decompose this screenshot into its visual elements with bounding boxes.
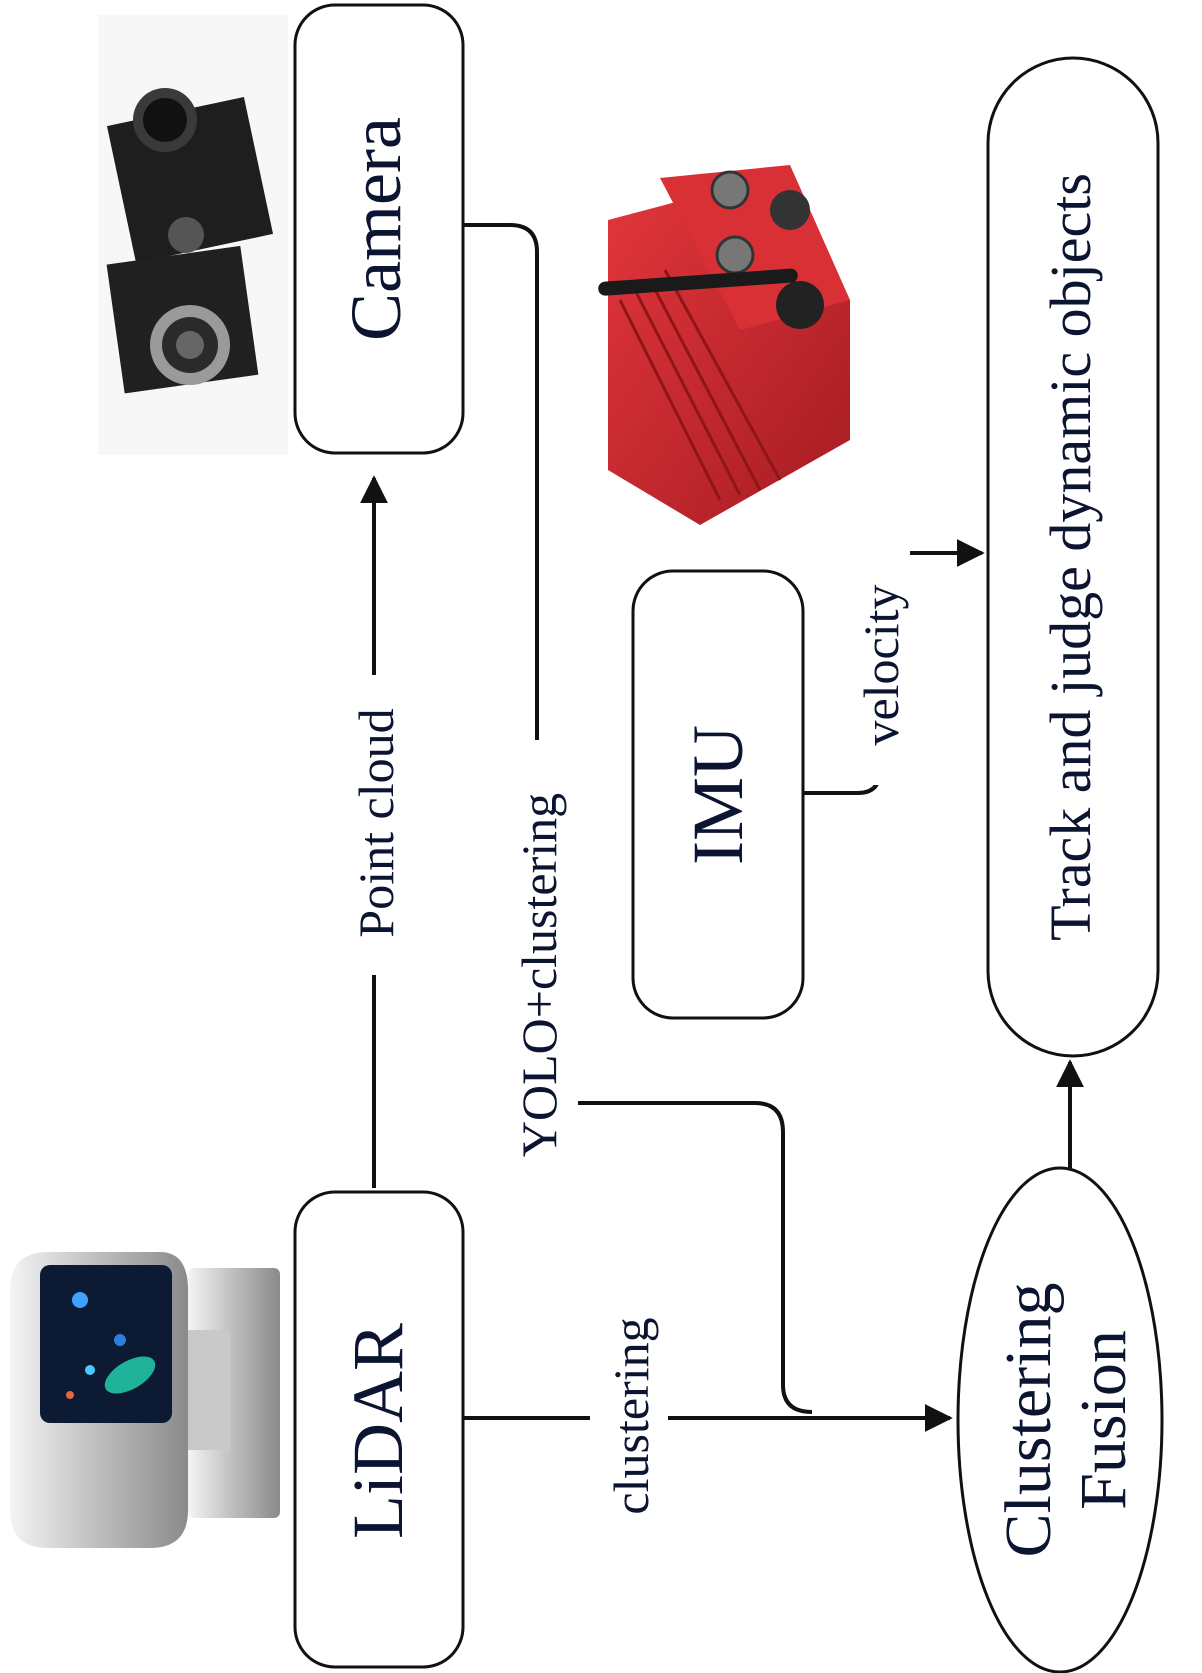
point-cloud-label: Point cloud	[348, 708, 404, 937]
industrial-camera-icon	[98, 15, 288, 455]
lidar-node	[293, 1190, 465, 1669]
fusion-label-line1: Clustering	[992, 1283, 1065, 1558]
imu-node	[631, 569, 805, 1020]
lidar-label: LiDAR	[338, 1323, 418, 1539]
camera-label: Camera	[336, 117, 416, 341]
edge-yolo-clustering	[463, 223, 539, 1080]
lidar-sensor-icon	[10, 1252, 280, 1548]
imu-label: IMU	[678, 725, 758, 865]
red-imu-device-icon	[598, 165, 850, 525]
yolo-clustering-label: YOLO+clustering	[511, 793, 567, 1157]
track-label: Track and judge dynamic objects	[1038, 173, 1103, 941]
camera-node	[293, 3, 465, 455]
fusion-node	[956, 1166, 1164, 1673]
fusion-label-line2: Fusion	[1067, 1330, 1140, 1510]
track-node	[986, 56, 1160, 1058]
velocity-label: velocity	[853, 584, 909, 745]
clustering-label: clustering	[603, 1317, 659, 1514]
edge-yolo-clustering-lower	[578, 1101, 813, 1414]
